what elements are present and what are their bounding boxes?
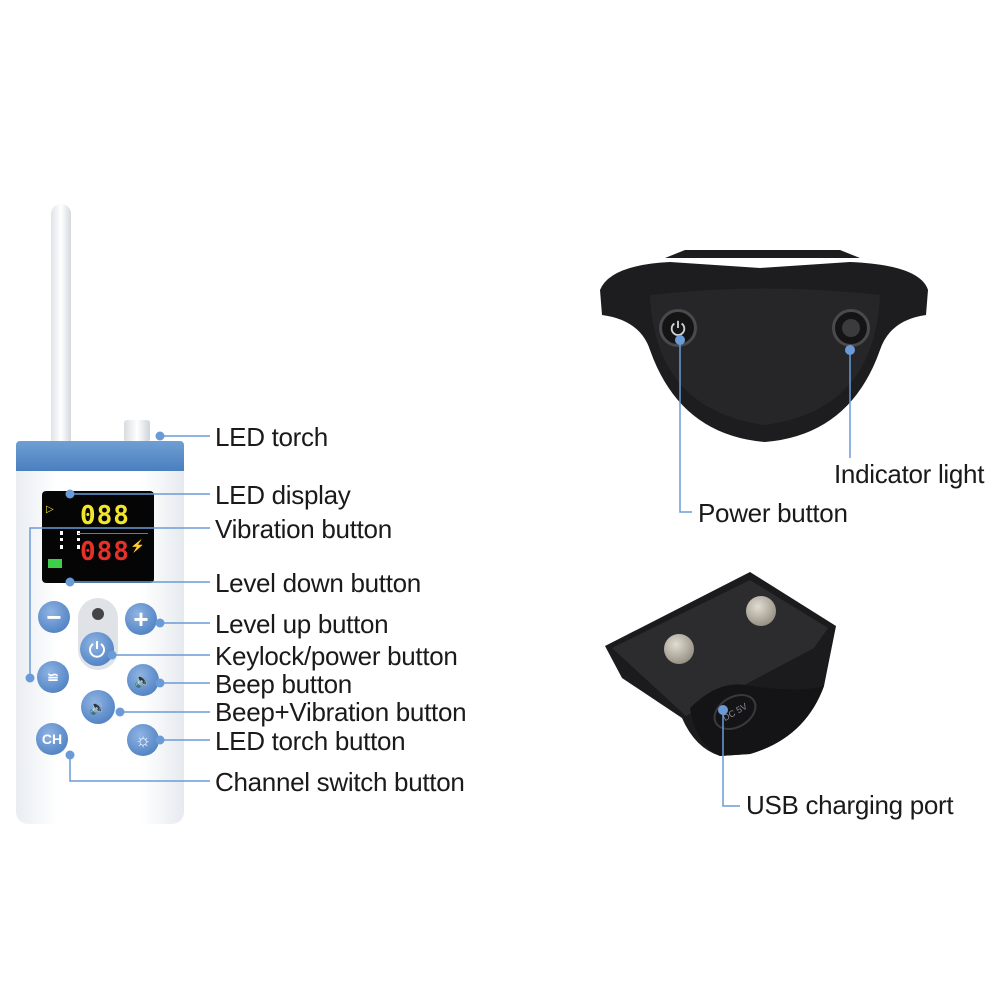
label-vibration-button: Vibration button: [215, 514, 392, 544]
label-led-torch-button: LED torch button: [215, 726, 406, 756]
label-keylock-power-button: Keylock/power button: [215, 641, 458, 671]
label-level-up-button: Level up button: [215, 609, 389, 639]
level-up-button[interactable]: +: [125, 603, 157, 635]
shock-icon: ⚡: [130, 539, 145, 553]
remote-antenna: [51, 204, 71, 444]
beep-button[interactable]: 🔈: [127, 664, 159, 696]
contact-screw-right: [746, 596, 776, 626]
indicator-lens: [842, 319, 860, 337]
remote-top-cap: [16, 441, 184, 471]
beep-vibration-button[interactable]: 🔉: [81, 690, 115, 724]
battery-icon: [48, 559, 62, 568]
display-top-value: 088: [80, 501, 130, 531]
display-divider: [78, 533, 148, 534]
label-led-display: LED display: [215, 480, 351, 510]
display-bottom-value: 088: [80, 537, 130, 567]
vibration-button[interactable]: ≌: [37, 661, 69, 693]
mode-icons: [60, 531, 80, 549]
label-indicator-light: Indicator light: [834, 459, 985, 489]
led-display: ▷ 088 088 ⚡: [42, 491, 154, 583]
led-torch: [124, 420, 150, 442]
led-torch-button[interactable]: ☼: [127, 724, 159, 756]
label-usb-charging-port: USB charging port: [746, 790, 954, 820]
label-beep-button: Beep button: [215, 669, 352, 699]
collar-receiver-front: [600, 250, 928, 442]
label-channel-switch-button: Channel switch button: [215, 767, 465, 797]
collar-power-button[interactable]: [659, 309, 697, 347]
label-beep-vibration-button: Beep+Vibration button: [215, 697, 467, 727]
power-icon: [670, 320, 686, 336]
power-icon: [89, 641, 105, 658]
keylock-indicator: [92, 608, 104, 620]
label-level-down-button: Level down button: [215, 568, 421, 598]
label-power-button: Power button: [698, 498, 848, 528]
contact-screw-left: [664, 634, 694, 664]
play-icon: ▷: [46, 504, 54, 515]
keylock-power-button[interactable]: [80, 632, 114, 666]
level-down-button[interactable]: −: [38, 601, 70, 633]
label-led-torch: LED torch: [215, 422, 328, 452]
channel-switch-button[interactable]: CH: [36, 723, 68, 755]
